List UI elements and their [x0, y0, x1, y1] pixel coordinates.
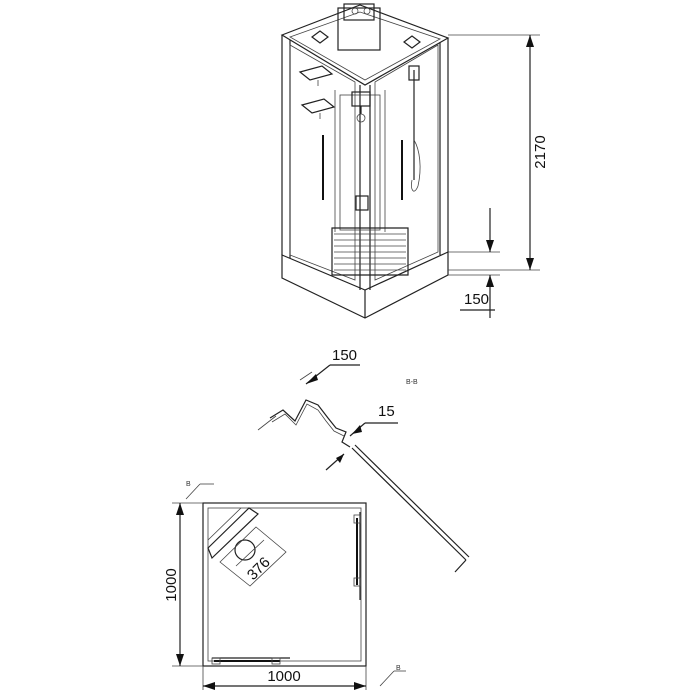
dimension-tray: 150	[448, 208, 500, 318]
section-title: B-B	[406, 379, 418, 386]
cabin-roof	[280, 4, 450, 86]
dimension-gap-value: 15	[378, 403, 395, 420]
section-profile: B-B 150 15	[257, 347, 470, 573]
section-marker-top: B	[186, 481, 191, 488]
dimension-depth-value: 1000	[163, 568, 180, 601]
profile-outline	[269, 399, 351, 448]
shower-cabin-view	[280, 3, 450, 319]
plan-outline	[202, 502, 367, 667]
shower-hose	[411, 139, 421, 192]
shelf-upper	[298, 65, 334, 81]
floor-grate	[331, 227, 409, 276]
dimension-profile-value: 150	[332, 347, 357, 364]
roof-vent-left	[311, 30, 329, 44]
back-column	[339, 94, 381, 231]
dimension-drain-value: 376	[244, 554, 274, 584]
shelf-lower	[300, 98, 336, 114]
dimension-height: 2170	[448, 34, 549, 271]
plan-drain	[234, 539, 256, 561]
section-marker-bottom: B	[396, 665, 401, 672]
dimension-width-value: 1000	[267, 668, 300, 685]
roof-lamp	[337, 7, 381, 51]
roof-vent-right	[403, 35, 421, 49]
hand-shower	[408, 65, 420, 81]
plan-view: 376 B B 1000 1000	[163, 481, 406, 690]
dimension-tray-value: 150	[464, 291, 489, 308]
plan-corner-panel	[207, 507, 259, 560]
dimension-height-value: 2170	[532, 135, 549, 168]
mixer-control	[355, 195, 369, 211]
profile-glass	[351, 447, 467, 561]
